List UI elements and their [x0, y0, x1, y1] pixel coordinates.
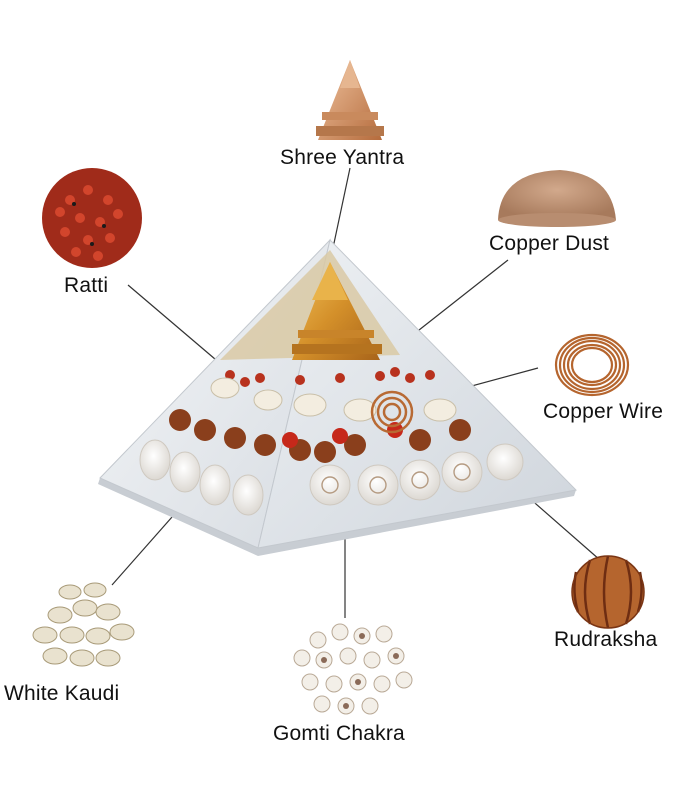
label-gomti-chakra: Gomti Chakra [273, 722, 405, 745]
ratti-icon [42, 168, 142, 268]
label-white-kaudi: White Kaudi [4, 682, 120, 705]
label-shree-yantra: Shree Yantra [280, 146, 405, 169]
copper-spiral [370, 390, 414, 434]
copper-dust-icon [498, 170, 616, 227]
rudraksha-icon [571, 555, 645, 629]
white-kaudi-icon [32, 582, 135, 667]
orgone-pyramid-image [98, 238, 578, 556]
label-copper-dust: Copper Dust [489, 232, 610, 255]
gomti-chakra-icon [293, 623, 413, 715]
shree-yantra-icon [316, 60, 384, 140]
copper-wire-icon [554, 333, 630, 397]
label-ratti: Ratti [64, 274, 109, 297]
label-rudraksha: Rudraksha [554, 628, 658, 651]
label-copper-wire: Copper Wire [543, 400, 664, 423]
